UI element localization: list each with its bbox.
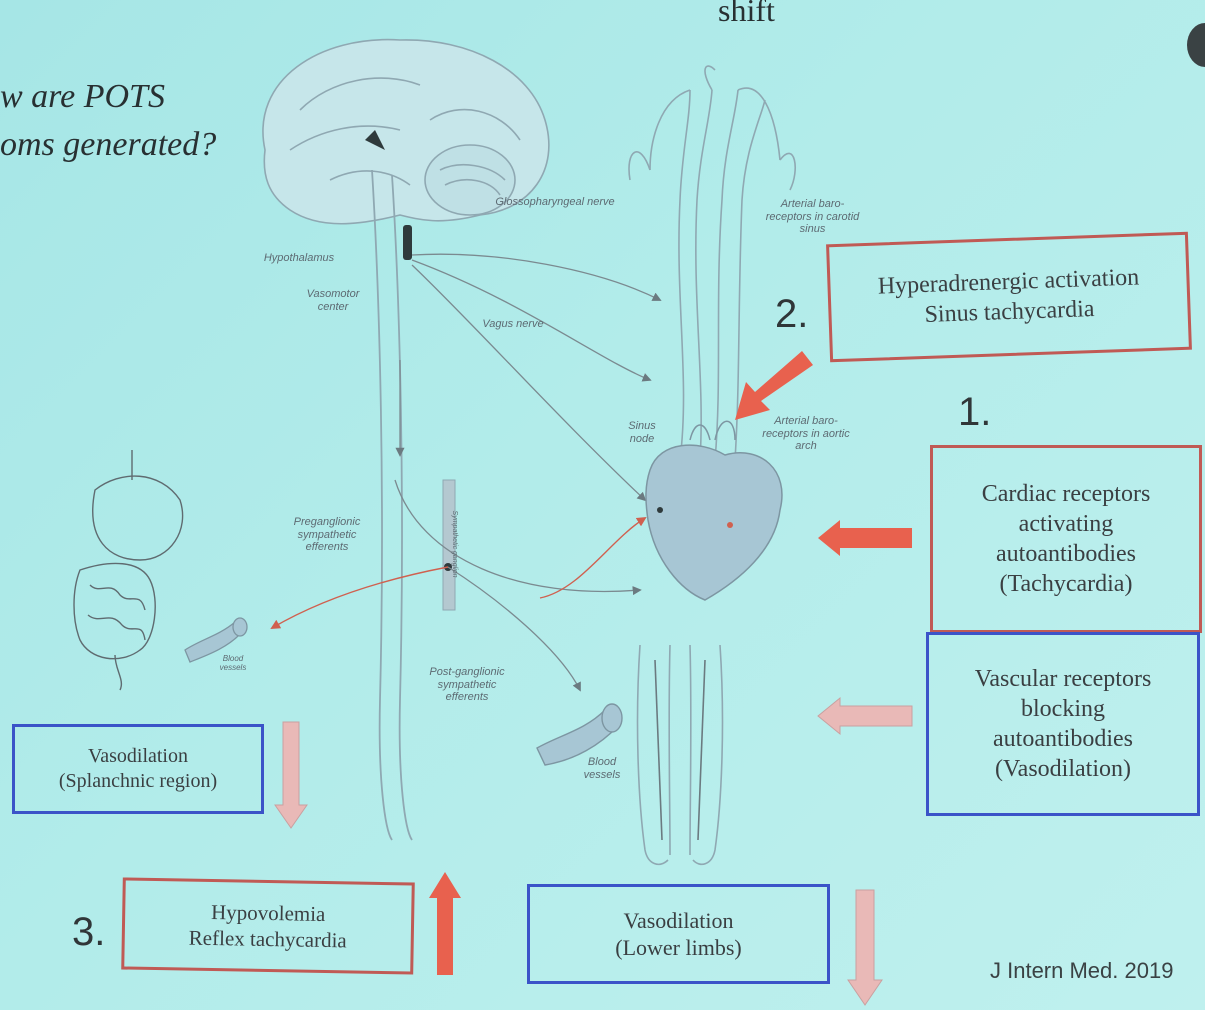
hypovolemia-line1: Hypovolemia [211, 899, 326, 927]
box-hyperadrenergic: Hyperadrenergic activation Sinus tachyca… [826, 232, 1192, 363]
vascular-line4: (Vasodilation) [995, 754, 1131, 784]
step-3-number: 3. [72, 910, 105, 955]
splanchnic-line2: (Splanchnic region) [59, 769, 217, 794]
label-aortic-baroreceptors: Arterial baro-receptors in aortic arch [757, 415, 855, 453]
box-cardiac-receptors: Cardiac receptors activating autoantibod… [930, 445, 1202, 633]
arrow-to-legs [818, 698, 912, 734]
label-hypothalamus: Hypothalamus [250, 252, 348, 265]
hyperadrenergic-line1: Hyperadrenergic activation [877, 262, 1139, 301]
abdominal-organs [74, 450, 183, 690]
box-vasodilation-splanchnic: Vasodilation (Splanchnic region) [12, 724, 264, 814]
dark-object [1187, 23, 1205, 67]
lower-limbs-line1: Vasodilation [624, 907, 734, 935]
label-glossopharyngeal-nerve: Glossopharyngeal nerve [492, 196, 618, 209]
box-vascular-receptors: Vascular receptors blocking autoantibodi… [926, 632, 1200, 816]
lower-limbs-line2: (Lower limbs) [615, 934, 741, 962]
arrow-to-carotid [735, 351, 813, 420]
label-blood-vessels-large: Blood vessels [574, 756, 630, 781]
label-carotid-baroreceptors: Arterial baro-receptors in carotid sinus [765, 198, 860, 236]
label-blood-vessels-small: Blood vessels [212, 654, 254, 672]
hyperadrenergic-line2: Sinus tachycardia [924, 294, 1095, 330]
vascular-line2: blocking [1021, 694, 1105, 724]
label-preganglionic: Preganglionic sympathetic efferents [280, 516, 374, 554]
cardiac-line3: autoantibodies [996, 539, 1136, 569]
arrow-to-heart [818, 520, 912, 556]
legs-illustration [638, 645, 723, 864]
hypovolemia-line2: Reflex tachycardia [189, 925, 347, 954]
splanchnic-line1: Vasodilation [88, 744, 188, 769]
brain-illustration [263, 40, 549, 260]
cardiac-line4: (Tachycardia) [1000, 569, 1133, 599]
vascular-line1: Vascular receptors [975, 664, 1152, 694]
box-vasodilation-lower-limbs: Vasodilation (Lower limbs) [527, 884, 830, 984]
label-vagus-nerve: Vagus nerve [468, 318, 558, 331]
citation: J Intern Med. 2019 [990, 958, 1173, 984]
vascular-line3: autoantibodies [993, 724, 1133, 754]
cardiac-line1: Cardiac receptors [982, 479, 1151, 509]
box-hypovolemia: Hypovolemia Reflex tachycardia [121, 877, 415, 974]
arrow-up-hypovolemia [429, 872, 461, 975]
arrow-down-splanchnic [275, 722, 307, 828]
label-postganglionic: Post-ganglionic sympathetic efferents [422, 666, 512, 704]
carotid-arteries [629, 66, 795, 460]
step-1-number: 1. [958, 390, 991, 435]
label-sympathetic-chain: Sympathetic ganglion [450, 498, 458, 590]
step-2-number: 2. [775, 292, 808, 337]
cardiac-line2: activating [1019, 509, 1114, 539]
label-vasomotor-center: Vasomotor center [296, 288, 370, 313]
arrow-down-lower-limbs [848, 890, 882, 1005]
label-sinus-node: Sinus node [618, 420, 666, 445]
